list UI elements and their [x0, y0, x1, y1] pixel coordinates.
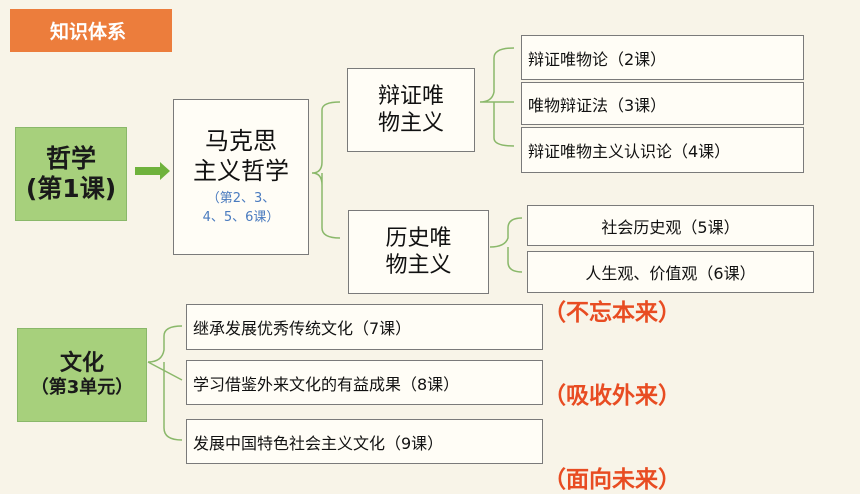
brace-culture [147, 325, 183, 441]
culture-item: 学习借鉴外来文化的有益成果（8课） [186, 360, 543, 405]
philosophy-root-box: 哲学 (第1课) [15, 127, 127, 221]
culture-item: 继承发展优秀传统文化（7课） [186, 304, 543, 350]
philosophy-lesson: (第1课) [25, 174, 117, 203]
arrow-icon [135, 162, 170, 180]
culture-note: （吸收外来） [543, 383, 681, 409]
marxism-lessons-line1: （第2、3、 [206, 191, 276, 207]
culture-title: 文化 [59, 351, 104, 376]
dialectical-item: 辩证唯物论（2课） [521, 35, 804, 80]
dialectical-item: 辩证唯物主义认识论（4课） [521, 127, 804, 173]
philosophy-title: 哲学 [45, 144, 96, 173]
brace-historical [489, 217, 523, 273]
marxism-line1: 马克思 [205, 127, 277, 156]
dialectical-item: 唯物辩证法（3课） [521, 82, 804, 125]
brace-dialectical [479, 47, 515, 147]
historical-item: 社会历史观（5课） [527, 205, 814, 246]
culture-item: 发展中国特色社会主义文化（9课） [186, 419, 543, 464]
historical-line1: 历史唯 [385, 225, 452, 251]
culture-lesson: （第3单元） [30, 377, 134, 399]
dialectical-line2: 物主义 [377, 111, 444, 136]
connector-lines [135, 47, 523, 441]
culture-root-box: 文化 （第3单元） [17, 328, 147, 422]
historical-line2: 物主义 [385, 253, 452, 278]
culture-note: （面向未来） [543, 467, 681, 493]
culture-note: （不忘本来） [543, 300, 681, 326]
dialectical-line1: 辩证唯 [377, 83, 444, 109]
marxism-lessons: （第2、3、 4、5、6课） [203, 190, 280, 228]
historical-item: 人生观、价值观（6课） [527, 251, 814, 293]
historical-materialism-box: 历史唯 物主义 [348, 210, 489, 294]
marxism-philosophy-box: 马克思 主义哲学 （第2、3、 4、5、6课） [173, 99, 309, 255]
marxism-line2: 主义哲学 [193, 157, 289, 186]
brace-marx [311, 101, 341, 239]
marxism-lessons-line2: 4、5、6课） [202, 210, 280, 225]
dialectical-materialism-box: 辩证唯 物主义 [347, 68, 475, 152]
section-tag: 知识体系 [10, 9, 172, 52]
